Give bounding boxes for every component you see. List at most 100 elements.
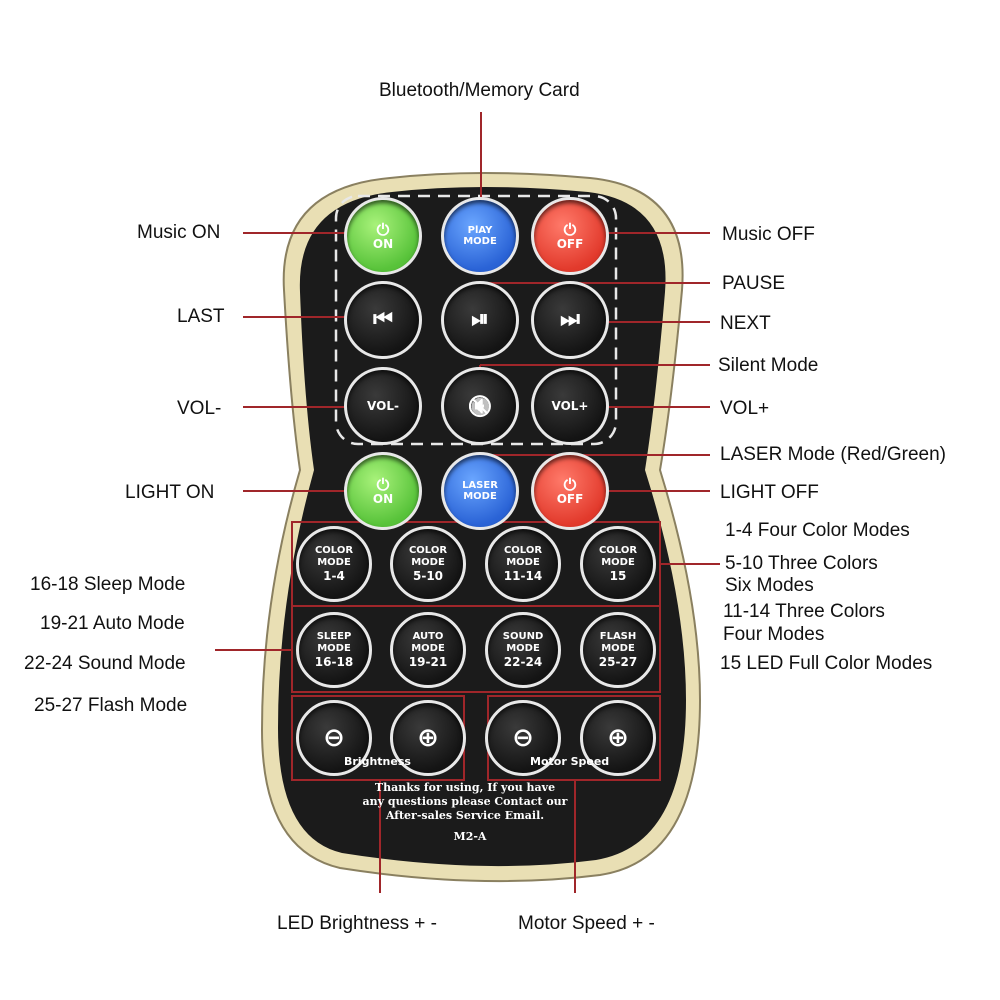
plus-icon: ⊕ (417, 723, 439, 753)
label-color-11-14-b: Four Modes (723, 624, 825, 645)
minus-icon: ⊖ (323, 723, 345, 753)
motor-group-label: Motor Speed (530, 755, 610, 768)
sleep-mode-button[interactable]: SLEEP MODE 16-18 (296, 612, 372, 688)
btn-text: SLEEP (316, 631, 352, 642)
model-number: M2-A (453, 830, 487, 843)
label-sleep: 16-18 Sleep Mode (30, 574, 186, 595)
play-mode-text-1: PlAY (467, 225, 493, 236)
footer-line-2: any questions please Contact our (362, 795, 568, 808)
power-icon: ⏻ (376, 474, 390, 494)
btn-text: COLOR (314, 545, 354, 556)
color-mode-15-button[interactable]: COLOR MODE 15 (580, 526, 656, 602)
btn-text: COLOR (408, 545, 448, 556)
laser-mode-text-1: LASER (462, 480, 498, 491)
label-led-brightness: LED Brightness + - (277, 913, 437, 934)
mute-button[interactable]: 🔇 (441, 367, 519, 445)
color-mode-1-4-button[interactable]: COLOR MODE 1-4 (296, 526, 372, 602)
btn-number: 5-10 (412, 569, 444, 583)
label-color-5-10-a: 5-10 Three Colors (725, 553, 878, 574)
music-on-text: ON (372, 236, 394, 251)
power-icon: ⏻ (376, 219, 390, 239)
btn-text: MODE (506, 557, 540, 568)
motor-plus-button[interactable]: ⊕ (580, 700, 656, 776)
label-laser-mode: LASER Mode (Red/Green) (720, 444, 946, 465)
flash-mode-button[interactable]: FLASH MODE 25-27 (580, 612, 656, 688)
label-pause: PAUSE (722, 273, 786, 294)
btn-text: COLOR (598, 545, 638, 556)
btn-text: MODE (411, 643, 445, 654)
vol-plus-button[interactable]: VOL+ (531, 367, 609, 445)
btn-text: MODE (317, 557, 351, 568)
btn-text: MODE (601, 643, 635, 654)
label-motor-speed: Motor Speed + - (518, 913, 655, 934)
sound-mode-button[interactable]: SOUND MODE 22-24 (485, 612, 561, 688)
laser-mode-text-2: MODE (463, 491, 497, 502)
light-on-text: ON (372, 491, 394, 506)
btn-number: 1-4 (323, 569, 345, 583)
label-flash: 25-27 Flash Mode (34, 695, 188, 716)
btn-number: 22-24 (503, 655, 543, 669)
label-color-5-10-b: Six Modes (725, 575, 814, 596)
label-color-1-4: 1-4 Four Color Modes (725, 520, 910, 541)
next-icon: ⏭ (560, 307, 580, 332)
label-light-on: LIGHT ON (125, 482, 215, 503)
btn-text: FLASH (599, 631, 637, 642)
laser-mode-button[interactable]: LASER MODE (441, 452, 519, 530)
btn-text: MODE (601, 557, 635, 568)
plus-icon: ⊕ (607, 723, 629, 753)
label-color-15: 15 LED Full Color Modes (720, 653, 933, 674)
light-off-button[interactable]: ⏻ OFF (531, 452, 609, 530)
label-music-off: Music OFF (722, 224, 815, 245)
btn-text: MODE (506, 643, 540, 654)
btn-number: 16-18 (314, 655, 354, 669)
previous-button[interactable]: ⏮ (344, 281, 422, 359)
btn-number: 11-14 (503, 569, 543, 583)
btn-text: COLOR (503, 545, 543, 556)
vol-minus-text: VOL- (367, 398, 399, 413)
previous-icon: ⏮ (373, 307, 393, 332)
play-mode-text-2: MODE (463, 236, 497, 247)
label-vol-minus: VOL- (177, 398, 222, 419)
btn-text: MODE (411, 557, 445, 568)
color-mode-5-10-button[interactable]: COLOR MODE 5-10 (390, 526, 466, 602)
label-sound: 22-24 Sound Mode (24, 653, 186, 674)
vol-plus-text: VOL+ (551, 398, 589, 413)
light-on-button[interactable]: ⏻ ON (344, 452, 422, 530)
play-pause-icon: ⏯ (471, 307, 489, 332)
btn-number: 25-27 (598, 655, 638, 669)
label-light-off: LIGHT OFF (720, 482, 819, 503)
color-mode-11-14-button[interactable]: COLOR MODE 11-14 (485, 526, 561, 602)
label-vol-plus: VOL+ (720, 398, 770, 419)
power-icon: ⏻ (563, 219, 577, 239)
music-on-button[interactable]: ⏻ ON (344, 197, 422, 275)
footer-line-1: Thanks for using, If you have (374, 781, 556, 794)
btn-text: MODE (317, 643, 351, 654)
btn-text: SOUND (502, 631, 544, 642)
btn-text: AUTO (412, 631, 444, 642)
vol-minus-button[interactable]: VOL- (344, 367, 422, 445)
play-mode-button[interactable]: PlAY MODE (441, 197, 519, 275)
label-silent: Silent Mode (718, 355, 819, 376)
label-music-on: Music ON (137, 222, 221, 243)
music-off-text: OFF (556, 236, 584, 251)
label-last: LAST (177, 306, 225, 327)
next-button[interactable]: ⏭ (531, 281, 609, 359)
footer-line-3: After-sales Service Email. (385, 809, 545, 822)
brightness-minus-button[interactable]: ⊖ (296, 700, 372, 776)
brightness-group-label: Brightness (344, 755, 411, 768)
music-off-button[interactable]: ⏻ OFF (531, 197, 609, 275)
label-color-11-14-a: 11-14 Three Colors (723, 601, 885, 622)
play-pause-button[interactable]: ⏯ (441, 281, 519, 359)
brightness-plus-button[interactable]: ⊕ (390, 700, 466, 776)
label-next: NEXT (720, 313, 771, 334)
motor-minus-button[interactable]: ⊖ (485, 700, 561, 776)
btn-number: 19-21 (408, 655, 448, 669)
auto-mode-button[interactable]: AUTO MODE 19-21 (390, 612, 466, 688)
mute-icon: 🔇 (467, 394, 493, 418)
light-off-text: OFF (556, 491, 584, 506)
label-bluetooth: Bluetooth/Memory Card (379, 80, 580, 101)
label-auto: 19-21 Auto Mode (40, 613, 185, 634)
minus-icon: ⊖ (512, 723, 534, 753)
power-icon: ⏻ (563, 474, 577, 494)
